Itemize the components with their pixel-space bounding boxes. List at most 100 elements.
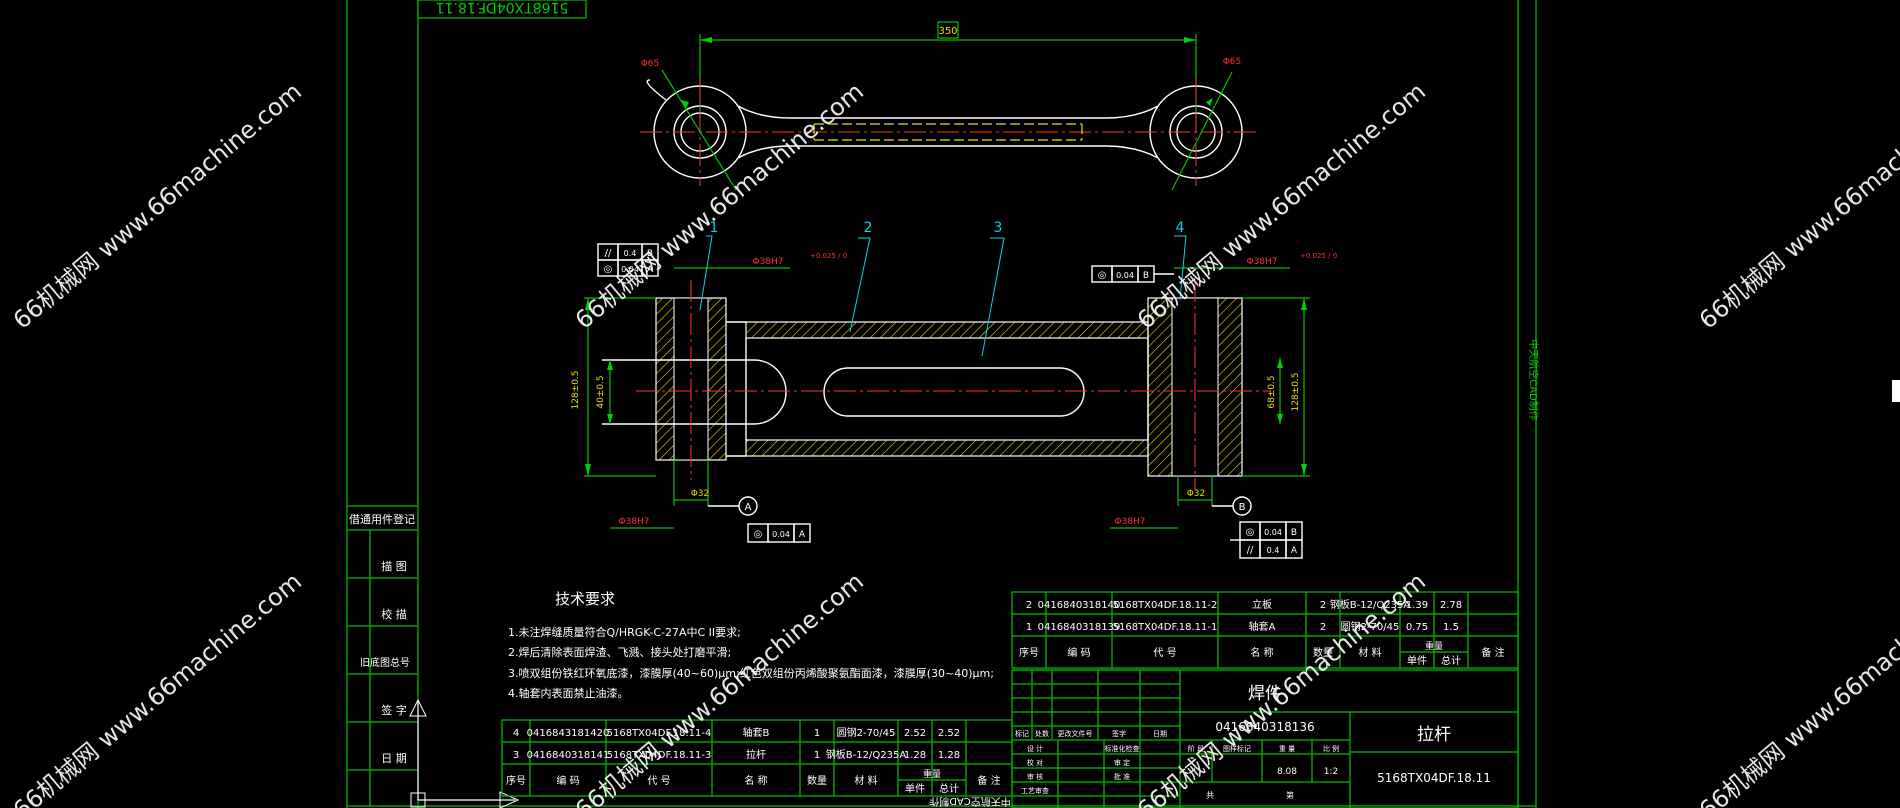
drawing-number: 5168TX04DF.18.11 <box>1377 771 1491 785</box>
bom-cell: 0416840318141 <box>527 750 610 761</box>
bom-cell: 1.5 <box>1443 622 1459 633</box>
watermark: 66机械网 www.66machine.com <box>8 567 307 808</box>
bom-cell: 3 <box>513 750 519 761</box>
strip-item: 日 期 <box>381 752 407 765</box>
bom-cell: 5168TX04DF.18.11-1 <box>1113 622 1218 633</box>
dim-128-right: 128±0.5 <box>1291 372 1301 411</box>
dim-bore-fit: Φ38H7 <box>1246 257 1277 267</box>
dim-128-left: 128±0.5 <box>571 370 581 409</box>
bom-header-cell: 序号 <box>1019 646 1039 659</box>
bom-cell: 2.52 <box>904 728 926 739</box>
weight-value: 8.08 <box>1277 767 1297 777</box>
strip-item: 校 描 <box>381 607 407 621</box>
bottom-credit: 中天航空CAD制作 <box>929 795 1011 808</box>
tech-line: 3.喷双组份铁红环氧底漆，漆膜厚(40~60)μm;红色双组份丙烯酸聚氨酯面漆，… <box>508 666 994 680</box>
svg-text:B: B <box>1143 271 1149 281</box>
datum-b: B <box>1239 502 1246 513</box>
rev-header: 处数 <box>1035 729 1049 738</box>
strip-item: 旧底图总号 <box>360 656 410 669</box>
svg-text:0.4: 0.4 <box>624 249 637 258</box>
svg-text:A: A <box>647 265 654 275</box>
bom-header-cell: 总计 <box>939 782 959 795</box>
bom-header-cell: 编 码 <box>1067 646 1090 659</box>
top-view: 350 Φ65 Φ65 <box>640 21 1256 191</box>
svg-text:B: B <box>1291 528 1297 538</box>
concentric-icon: ◎ <box>604 264 613 275</box>
dim-bore-tol: +0.025 / 0 <box>1300 252 1337 260</box>
bom-cell: 轴套B <box>743 726 770 739</box>
scroll-thumb[interactable] <box>1892 380 1900 402</box>
role-label: 批 准 <box>1114 772 1130 781</box>
dim-68: 68±0.5 <box>1267 375 1277 408</box>
scale-value: 1:2 <box>1324 767 1338 777</box>
svg-text:0.4: 0.4 <box>1267 546 1280 555</box>
strip-item: 签 字 <box>381 703 407 717</box>
svg-text:0.04: 0.04 <box>1264 528 1282 537</box>
parallel-icon: // <box>605 248 612 259</box>
fcf-right-top: ◎ 0.04 B <box>1091 265 1174 283</box>
svg-text:比 例: 比 例 <box>1323 744 1339 753</box>
bom-cell: 1 <box>814 750 820 761</box>
rev-header: 更改文件号 <box>1058 729 1093 738</box>
balloon-1: 1 <box>710 220 719 236</box>
svg-text:第: 第 <box>1286 790 1294 800</box>
role-label: 审 定 <box>1114 758 1130 767</box>
watermark: 66机械网 www.66machine.com <box>1132 77 1431 334</box>
bom-cell: 1.28 <box>938 750 960 761</box>
datum-a: A <box>745 502 752 513</box>
parallel-icon: // <box>1247 545 1254 556</box>
datums: A B <box>708 496 1252 516</box>
dim-end-dia-left: Φ65 <box>641 59 660 69</box>
bom-cell: 2 <box>1320 600 1326 611</box>
ucs-icon <box>409 698 520 808</box>
bom-cell: 轴套A <box>1249 620 1276 633</box>
bom-cell: 2.78 <box>1440 600 1462 611</box>
concentric-icon: ◎ <box>1098 270 1107 281</box>
dim-bore-fit: Φ38H7 <box>618 517 649 527</box>
fcf-left-bottom: ◎ 0.04 A <box>747 523 811 543</box>
tech-line: 4.轴套内表面禁止油漆。 <box>508 686 629 700</box>
fcf-right-bottom: ◎ 0.04 B // 0.4 A <box>1230 521 1303 559</box>
svg-text:A: A <box>799 530 806 540</box>
bom-cell: 1 <box>814 728 820 739</box>
dim-bore-fit: Φ38H7 <box>1114 517 1145 527</box>
part-balloons: 1 2 3 4 <box>699 220 1187 357</box>
bom-header-cell: 编 码 <box>556 774 579 787</box>
bom-cell: 2.52 <box>938 728 960 739</box>
tech-line: 2.焊后清除表面焊渣、飞溅、接头处打磨平滑; <box>508 645 731 659</box>
bom-cell: 1.28 <box>904 750 926 761</box>
revision-grid: 标记处数更改文件号签字日期设 计校 对审 核工艺审查标准化检查审 定批 准 <box>1012 669 1180 808</box>
dim-40: 40±0.5 <box>596 375 606 408</box>
balloon-3: 3 <box>994 220 1003 236</box>
bom-cell: 1.39 <box>1406 600 1428 611</box>
concentric-icon: ◎ <box>1246 527 1255 538</box>
svg-text:重 量: 重 量 <box>1279 745 1295 753</box>
watermark: 66机械网 www.66machine.com <box>570 77 869 334</box>
title-code: 0416840318136 <box>1215 720 1314 734</box>
dim-end-dia-right: Φ65 <box>1223 57 1242 67</box>
dim-bore-fit: Φ38H7 <box>752 257 783 267</box>
tech-requirements: 技术要求 1.未注焊缝质量符合Q/HRGK-C-27A中C II要求; 2.焊后… <box>508 590 994 700</box>
concentric-icon: ◎ <box>754 529 763 540</box>
section-dimensions: 128±0.5 40±0.5 128±0.5 68±0.5 Φ32 Φ32 Φ3… <box>571 252 1337 529</box>
left-margin-strip: 借通用件登记 描 图 校 描 旧底图总号 签 字 日 期 <box>347 505 418 806</box>
bom-cell: 1 <box>1026 622 1032 633</box>
bom-header-cell: 数量 <box>1313 646 1333 659</box>
rev-header: 标记 <box>1015 729 1029 738</box>
svg-text:A: A <box>1291 546 1298 556</box>
dim-pin-dia-right: Φ32 <box>1187 489 1206 499</box>
bom-cell: 0.75 <box>1406 622 1428 633</box>
bom-cell: 5168TX04DF.18.11-2 <box>1113 600 1218 611</box>
bom-cell: 拉杆 <box>746 748 766 761</box>
bom-header-cell: 数量 <box>807 774 827 787</box>
section-view <box>602 280 1270 490</box>
rev-header: 签字 <box>1112 729 1126 738</box>
bom-header-cell: 备 注 <box>1481 646 1504 659</box>
bom-header-cell: 材 料 <box>1358 646 1381 659</box>
bom-cell: 0416840318139 <box>1038 622 1121 633</box>
bom-cell: 2 <box>1026 600 1032 611</box>
svg-text:0.04: 0.04 <box>621 265 639 274</box>
tech-line: 1.未注焊缝质量符合Q/HRGK-C-27A中C II要求; <box>508 625 741 639</box>
role-label: 标准化检查 <box>1105 744 1140 753</box>
